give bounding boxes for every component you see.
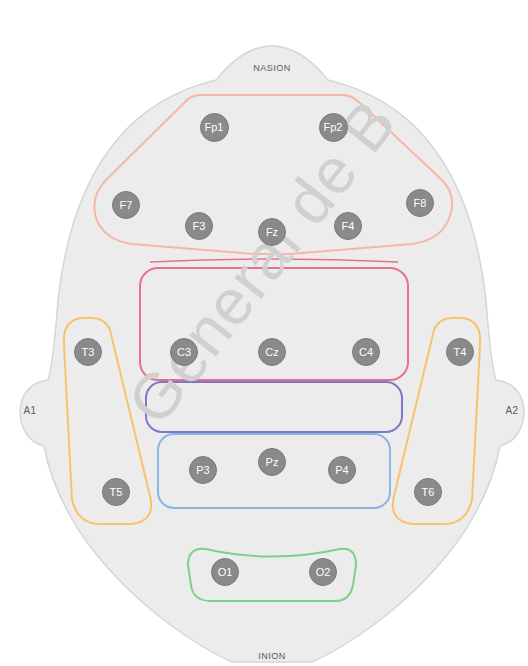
occipital-region <box>188 549 356 601</box>
electrode: Pz <box>258 448 286 476</box>
electrode: C4 <box>352 338 380 366</box>
electrode-label: T4 <box>454 346 467 358</box>
electrode: F7 <box>112 191 140 219</box>
central-region <box>140 268 408 380</box>
electrode: Fp2 <box>319 113 348 142</box>
electrode-label: C3 <box>177 346 191 358</box>
electrode-label: F8 <box>414 197 427 209</box>
electrode: T5 <box>102 478 130 506</box>
electrode-label: P3 <box>196 464 209 476</box>
frontal-region <box>94 95 452 254</box>
electrode: T4 <box>446 338 474 366</box>
electrode-label: F3 <box>193 220 206 232</box>
central-region-top <box>150 259 398 262</box>
electrode-label: T5 <box>110 486 123 498</box>
electrode: O1 <box>211 558 239 586</box>
electrode-label: Cz <box>265 346 278 358</box>
electrode: F8 <box>406 189 434 217</box>
ear-label: A1 <box>23 405 36 416</box>
electrode-label: F7 <box>120 199 133 211</box>
electrode: Fz <box>258 218 286 246</box>
electrode-label: T3 <box>82 346 95 358</box>
right-temporal-region <box>393 318 480 524</box>
electrode-label: Fz <box>266 226 278 238</box>
head-outline <box>20 46 524 662</box>
electrode: P4 <box>328 456 356 484</box>
centroparietal-band <box>146 382 402 432</box>
electrode: T6 <box>414 478 442 506</box>
electrode-label: O1 <box>218 566 233 578</box>
electrode-label: O2 <box>316 566 331 578</box>
electrode-label: T6 <box>422 486 435 498</box>
parietal-region <box>158 434 390 508</box>
electrode-label: F4 <box>342 220 355 232</box>
electrode: C3 <box>170 338 198 366</box>
electrode: T3 <box>74 338 102 366</box>
electrode-label: P4 <box>335 464 348 476</box>
electrode: F4 <box>334 212 362 240</box>
electrode: O2 <box>309 558 337 586</box>
electrode: Fp1 <box>200 113 229 142</box>
electrode-label: Fp2 <box>324 121 343 133</box>
ear-label: A2 <box>505 405 518 416</box>
landmark-label: INION <box>258 651 286 661</box>
watermark: General de B <box>113 86 411 438</box>
electrode-label: Pz <box>266 456 279 468</box>
electrode-label: Fp1 <box>205 121 224 133</box>
electrode: Cz <box>258 338 286 366</box>
electrode: P3 <box>189 456 217 484</box>
left-temporal-region <box>64 318 151 524</box>
electrode-label: C4 <box>359 346 373 358</box>
electrode: F3 <box>185 212 213 240</box>
landmark-label: NASION <box>253 63 291 73</box>
